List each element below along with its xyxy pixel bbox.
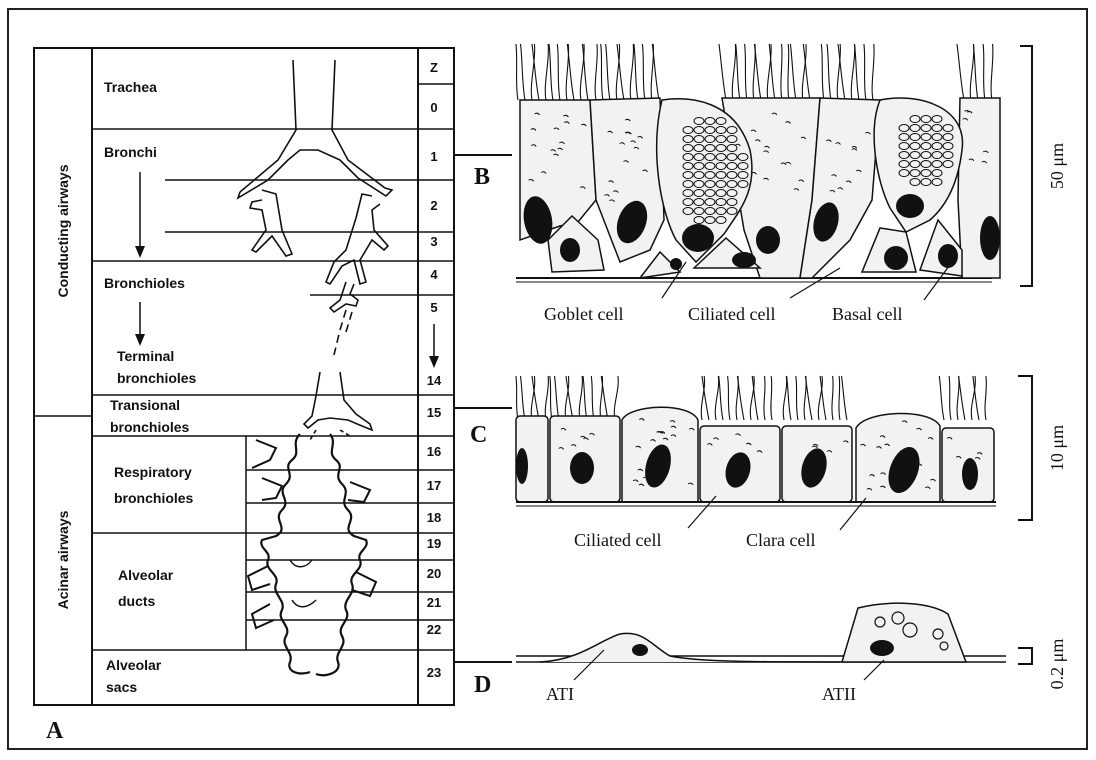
group-label-conducting: Conducting airways bbox=[55, 164, 71, 297]
region-trachea: Trachea bbox=[104, 79, 157, 95]
generation-number: 5 bbox=[430, 300, 437, 315]
region-bronchioles: Bronchioles bbox=[104, 275, 185, 291]
panel-label-b: B bbox=[474, 164, 490, 190]
panel-label-c: C bbox=[470, 422, 487, 448]
generation-number: 20 bbox=[427, 566, 441, 581]
label-goblet-cell: Goblet cell bbox=[544, 304, 623, 324]
generation-number: 19 bbox=[427, 536, 441, 551]
generation-number: 0 bbox=[430, 100, 437, 115]
generation-number: 3 bbox=[430, 234, 437, 249]
generation-number: 4 bbox=[430, 267, 438, 282]
label-ciliated-cell-c: Ciliated cell bbox=[574, 530, 661, 550]
label-clara-cell: Clara cell bbox=[746, 530, 815, 550]
scale-bar-d: 0.2 μm bbox=[1047, 639, 1067, 690]
label-atii: ATII bbox=[822, 684, 856, 704]
generation-number: 17 bbox=[427, 478, 441, 493]
label-ciliated-cell-b: Ciliated cell bbox=[688, 304, 775, 324]
panel-label-d: D bbox=[474, 672, 491, 698]
generation-header: Z bbox=[430, 60, 438, 75]
scale-bar-c: 10 μm bbox=[1047, 425, 1067, 471]
generation-number: 22 bbox=[427, 622, 441, 637]
panel-label-a: A bbox=[46, 718, 64, 744]
group-label-acinar: Acinar airways bbox=[55, 510, 71, 609]
generation-number: 14 bbox=[427, 373, 442, 388]
generation-number: 21 bbox=[427, 595, 441, 610]
generation-number: 18 bbox=[427, 510, 441, 525]
scale-bar-b: 50 μm bbox=[1047, 143, 1067, 189]
generation-number: 23 bbox=[427, 665, 441, 680]
generation-number: 1 bbox=[430, 149, 437, 164]
region-bronchi: Bronchi bbox=[104, 144, 157, 160]
generation-number: 15 bbox=[427, 405, 441, 420]
generation-number: 2 bbox=[430, 198, 437, 213]
generation-number: 16 bbox=[427, 444, 441, 459]
label-ati: ATI bbox=[546, 684, 574, 704]
label-basal-cell: Basal cell bbox=[832, 304, 902, 324]
